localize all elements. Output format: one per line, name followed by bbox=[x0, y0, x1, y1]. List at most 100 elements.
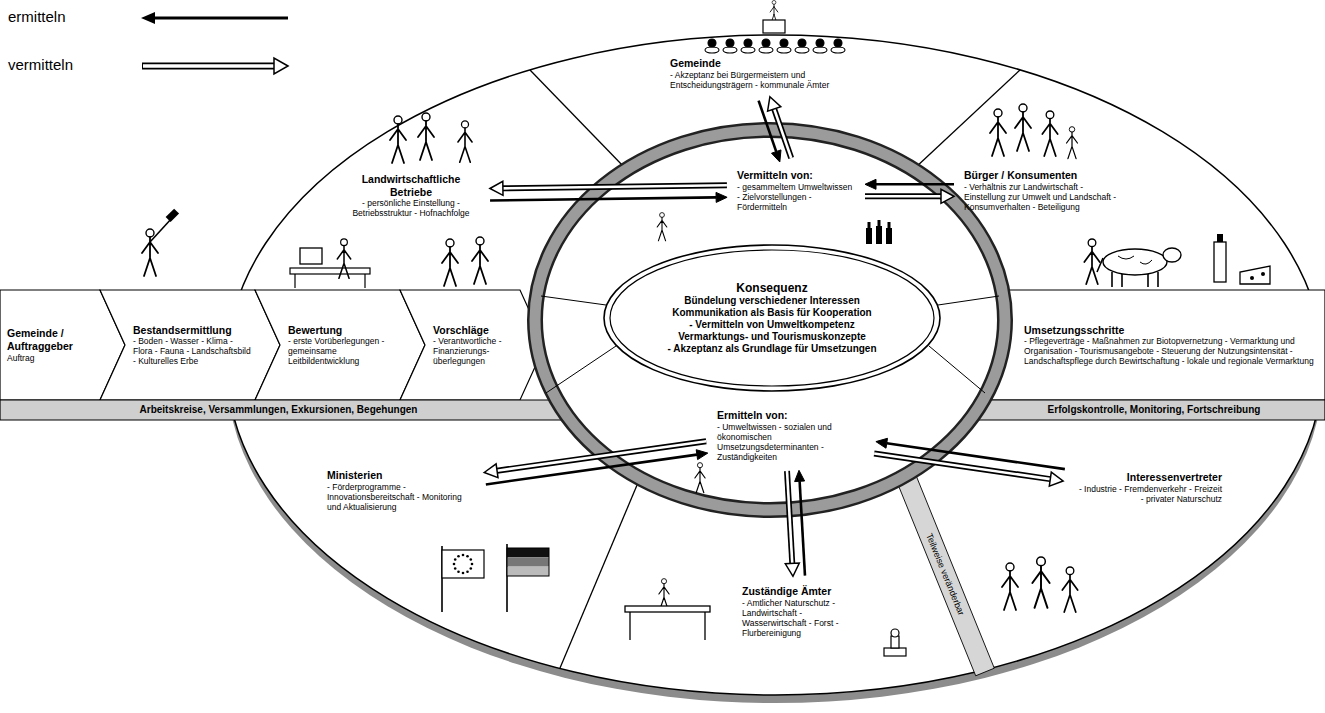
vermitteln-arrow bbox=[768, 97, 792, 158]
arrow-shaft-inner bbox=[503, 185, 727, 188]
cow-body bbox=[1103, 249, 1167, 275]
arrow-shaft bbox=[142, 63, 275, 70]
node-text: - Akzeptanz als Grundlage für Umsetzunge… bbox=[647, 343, 897, 355]
stakeholder-sector: Interessenvertreter- Industrie - Fremden… bbox=[1072, 470, 1224, 505]
sector-divider bbox=[530, 70, 625, 168]
chevron-band bbox=[0, 290, 545, 400]
legend-text: vermitteln bbox=[8, 54, 128, 76]
person-figure bbox=[337, 239, 350, 278]
node-text: Vermarktungs- und Tourismuskonzepte bbox=[647, 331, 897, 343]
node-heading: Interessenvertreter bbox=[1074, 471, 1222, 484]
eu-stars bbox=[453, 554, 474, 575]
flags bbox=[442, 544, 549, 612]
clerk-figure bbox=[659, 579, 669, 609]
bottles bbox=[866, 220, 892, 244]
person-figure bbox=[1062, 567, 1077, 612]
farmer-figure bbox=[1084, 239, 1099, 284]
lobby-scene bbox=[1002, 557, 1078, 612]
arrow-head bbox=[141, 12, 155, 24]
ellipse-outer bbox=[604, 245, 940, 391]
node-text: - gesammeltem Umweltwissen - Zielvorstel… bbox=[737, 182, 855, 212]
cow-legs bbox=[1097, 258, 1158, 287]
arrow-head bbox=[772, 150, 782, 162]
band-strip bbox=[0, 400, 570, 420]
ellipse-text-area: KonsequenzBündelung verschiedener Intere… bbox=[647, 244, 897, 392]
node-heading: Umsetzungsschritte bbox=[1024, 324, 1318, 337]
arrow-shaft-inner bbox=[497, 441, 706, 470]
band-label: Erfolgskontrolle, Monitoring, Fortschrei… bbox=[983, 403, 1325, 417]
node-heading: Bürger / Konsumenten bbox=[964, 169, 1125, 182]
node-heading: Vorschläge bbox=[433, 324, 517, 337]
platform-line bbox=[929, 346, 985, 393]
hammer-head bbox=[166, 209, 179, 222]
eu-flag bbox=[442, 550, 484, 578]
bottle-neck bbox=[1217, 234, 1223, 242]
arrow-head bbox=[876, 438, 888, 448]
person-figure bbox=[458, 121, 472, 162]
desk-legs bbox=[630, 612, 705, 640]
legend-arrow bbox=[140, 55, 290, 77]
node-text: - Umweltwissen - sozialen und ökonomisch… bbox=[717, 422, 865, 462]
german-flag-stripe bbox=[507, 567, 549, 576]
arrow-shaft bbox=[490, 197, 716, 200]
band-label: Arbeitskreise, Versammlungen, Exkursione… bbox=[0, 403, 557, 417]
bottle bbox=[1214, 242, 1226, 282]
node-text: - Amtlicher Naturschutz - Landwirtschaft… bbox=[742, 598, 860, 638]
chevron-shape bbox=[255, 290, 425, 400]
platform-section: Vermitteln von:- gesammeltem Umweltwisse… bbox=[735, 168, 857, 213]
arrow-shaft bbox=[787, 471, 792, 563]
stamp-base bbox=[884, 648, 906, 656]
platform-section: Ermitteln von:- Umweltwissen - sozialen … bbox=[715, 408, 867, 463]
node-heading: Bestandsermittlung bbox=[133, 324, 251, 337]
sector-dividers bbox=[530, 70, 1020, 668]
platform-line bbox=[938, 296, 999, 305]
outer-ring bbox=[227, 35, 1323, 695]
person-figure bbox=[1032, 557, 1049, 608]
node-heading: Zuständige Ämter bbox=[742, 585, 860, 598]
node-text: Bündelung verschiedener Interessen bbox=[647, 295, 897, 307]
node-text: - Akzeptanz bei Bürgermeistern und Entsc… bbox=[670, 70, 841, 90]
node-heading: Ministerien bbox=[327, 469, 475, 482]
arrow-head bbox=[696, 450, 708, 460]
vermitteln-arrow bbox=[785, 471, 799, 576]
cow-spots bbox=[1118, 256, 1152, 264]
chevron-step: Bestandsermittlung- Boden - Wasser - Kli… bbox=[131, 323, 253, 368]
arrow-shaft bbox=[887, 443, 1065, 469]
person-figure bbox=[418, 113, 434, 160]
implementation-band: Umsetzungsschritte- Pflegeverträge - Maß… bbox=[1022, 323, 1320, 368]
node-heading: Landwirtschaftliche Betriebe bbox=[342, 173, 480, 198]
chevron-shape bbox=[100, 290, 280, 400]
vermitteln-arrow bbox=[490, 181, 727, 195]
chevron-shape bbox=[400, 290, 545, 400]
arrow-head bbox=[768, 97, 781, 112]
ermitteln-arrow bbox=[795, 470, 805, 575]
sector-divider bbox=[560, 478, 640, 668]
legend-entry: ermitteln bbox=[8, 6, 298, 32]
seated-figure bbox=[695, 463, 705, 493]
arrow-shaft-inner bbox=[774, 109, 791, 158]
person-figure bbox=[990, 109, 1006, 156]
arrow-head bbox=[785, 563, 799, 576]
chevron-step: Gemeinde / AuftraggeberAuftrag bbox=[5, 326, 95, 363]
arrow-head bbox=[1049, 472, 1063, 486]
cheese bbox=[1240, 266, 1270, 284]
arrow-shaft bbox=[874, 453, 1050, 479]
node-text: - Pflegeverträge - Maßnahmen zur Biotopv… bbox=[1024, 336, 1318, 366]
office-desk bbox=[625, 606, 710, 612]
arrow-shaft bbox=[154, 17, 288, 20]
platform-line bbox=[541, 296, 606, 305]
desk bbox=[290, 268, 370, 274]
stamp-handle bbox=[891, 636, 899, 648]
hammer-handle bbox=[150, 218, 172, 242]
ermitteln-arrow bbox=[490, 192, 727, 202]
node-heading: Gemeinde bbox=[670, 57, 841, 70]
person-figure bbox=[1002, 563, 1018, 610]
node-text: - persönliche Einstellung - Betriebsstru… bbox=[342, 198, 480, 218]
seated-figure bbox=[657, 213, 667, 241]
node-text: Auftrag bbox=[7, 353, 93, 363]
arrow-shaft-inner bbox=[143, 64, 275, 67]
node-text: - erste Vorüberlegungen - gemeinsame Lei… bbox=[288, 336, 396, 366]
node-text: - Verhältnis zur Landwirtschaft - Einste… bbox=[964, 182, 1125, 212]
center-ellipse: KonsequenzBündelung verschiedener Intere… bbox=[602, 243, 942, 393]
